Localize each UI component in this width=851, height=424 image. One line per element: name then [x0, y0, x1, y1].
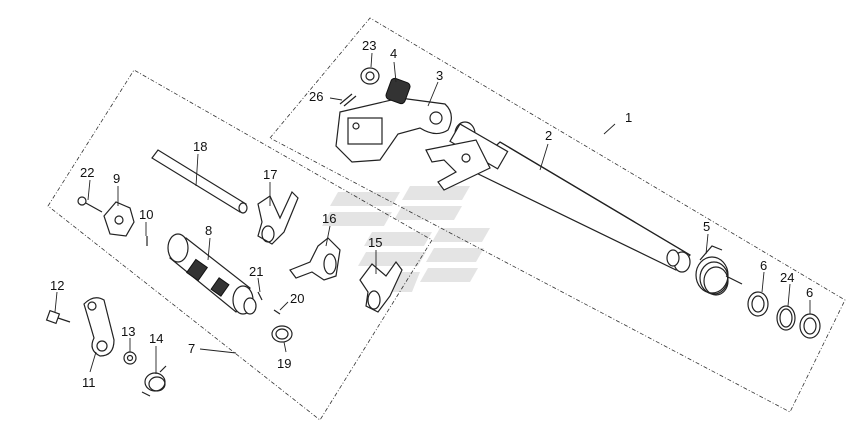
callout-14: 14 [149, 331, 163, 346]
callout-18: 18 [193, 139, 207, 154]
callout-6-left: 6 [760, 258, 767, 273]
pin-part-21 [257, 291, 263, 301]
callout-labels: 1 2 3 4 5 6 6 7 8 9 10 11 12 13 14 15 16… [50, 38, 813, 390]
washer-part-6-right [799, 313, 821, 339]
callout-13: 13 [121, 324, 135, 339]
assembly-outline-shift-drum [47, 69, 433, 421]
callout-12: 12 [50, 278, 64, 293]
callout-2: 2 [545, 128, 552, 143]
callout-26: 26 [309, 89, 323, 104]
callout-3: 3 [436, 68, 443, 83]
callout-4: 4 [390, 46, 397, 61]
callout-22: 22 [80, 165, 94, 180]
callout-6-right: 6 [806, 285, 813, 300]
return-spring-part-5 [695, 245, 743, 296]
callout-21: 21 [249, 264, 263, 279]
callout-7: 7 [188, 341, 195, 356]
callout-5: 5 [703, 219, 710, 234]
spring-part-4 [385, 77, 411, 105]
callout-1: 1 [625, 110, 632, 125]
spring-part-14 [141, 365, 167, 397]
fork-shaft-part-18 [151, 149, 248, 214]
callout-20: 20 [290, 291, 304, 306]
shift-fork-part-15 [359, 260, 403, 313]
shift-drum-part-8 [167, 233, 257, 315]
washer-part-6-left [747, 291, 769, 317]
callout-16: 16 [322, 211, 336, 226]
pin-part-20 [273, 309, 281, 315]
collar-part-23 [360, 67, 380, 85]
shift-fork-part-17 [257, 190, 299, 245]
pin-part-26 [339, 93, 357, 107]
shift-plate-part-3 [335, 97, 452, 163]
watermark-logo [322, 186, 490, 292]
drum-star-part-9 [103, 201, 135, 237]
callout-11: 11 [82, 375, 96, 390]
bolt-part-22 [77, 196, 103, 213]
callout-24: 24 [780, 270, 794, 285]
stopper-arm-part-11 [83, 297, 115, 357]
washer-part-19 [271, 325, 293, 343]
callout-17: 17 [263, 167, 277, 182]
shift-shaft-part-2 [425, 121, 691, 273]
callout-15: 15 [368, 235, 382, 250]
bolt-part-12 [45, 309, 71, 325]
callout-8: 8 [205, 223, 212, 238]
circlip-part-24 [776, 305, 796, 331]
assembly-outline-shift-shaft [269, 17, 846, 413]
callout-10: 10 [139, 207, 153, 222]
leader-lines [54, 52, 811, 374]
callout-19: 19 [277, 356, 291, 371]
washer-part-13 [123, 351, 137, 365]
callout-9: 9 [113, 171, 120, 186]
shift-fork-part-16 [289, 237, 341, 281]
callout-23: 23 [362, 38, 376, 53]
